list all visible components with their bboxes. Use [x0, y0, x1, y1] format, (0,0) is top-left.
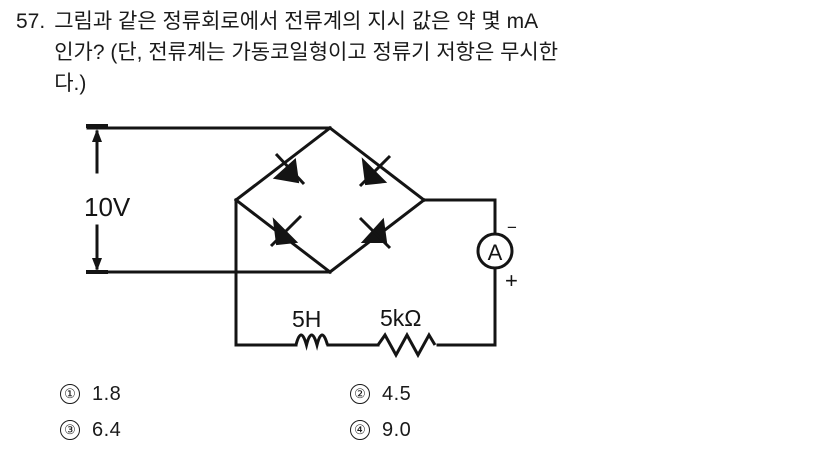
- voltage-arrowhead-down: [92, 258, 102, 271]
- choice-1[interactable]: ① 1.8: [60, 383, 350, 406]
- resistor-symbol: [376, 331, 437, 359]
- resistor-label: 5kΩ: [380, 305, 422, 331]
- question-text: 그림과 같은 정류회로에서 전류계의 지시 값은 약 몇 mA 인가? (단, …: [54, 6, 754, 99]
- voltage-arrowhead-up: [92, 129, 102, 142]
- ammeter-body: [476, 232, 514, 270]
- diode-upper-left: [272, 152, 306, 186]
- inductor-symbol: [294, 333, 329, 351]
- inductor-label: 5H: [292, 306, 321, 332]
- bridge-arm-upper-right: [327, 125, 427, 203]
- choice-2[interactable]: ② 4.5: [350, 383, 640, 406]
- circuit-diagram: 10V: [60, 108, 560, 370]
- supply-voltage-label: 10V: [84, 192, 131, 222]
- choice-row-1: ① 1.8 ② 4.5: [60, 376, 780, 412]
- bridge-arm-upper-left: [233, 125, 333, 203]
- question-line-1: 그림과 같은 정류회로에서 전류계의 지시 값은 약 몇 mA: [54, 10, 539, 33]
- diode-lower-right: [358, 216, 392, 250]
- question-line-3: 다.): [54, 72, 87, 95]
- choice-1-value: 1.8: [92, 382, 122, 405]
- answer-choices: ① 1.8 ② 4.5 ③ 6.4 ④ 9.0: [60, 376, 780, 448]
- diode-upper-right: [358, 154, 392, 188]
- diode-lower-left: [269, 214, 303, 248]
- choice-3[interactable]: ③ 6.4: [60, 419, 350, 442]
- ammeter-label: A: [488, 240, 503, 265]
- choice-row-2: ③ 6.4 ④ 9.0: [60, 412, 780, 448]
- choice-2-value: 4.5: [382, 382, 412, 405]
- question-number: 57.: [16, 10, 46, 33]
- question-block: 57. 그림과 같은 정류회로에서 전류계의 지시 값은 약 몇 mA 인가? …: [16, 6, 806, 99]
- choice-3-value: 6.4: [92, 418, 122, 441]
- ammeter-negative-terminal: −: [507, 218, 517, 237]
- choice-4-value: 9.0: [382, 418, 412, 441]
- question-row: 57. 그림과 같은 정류회로에서 전류계의 지시 값은 약 몇 mA 인가? …: [16, 6, 806, 99]
- choice-2-marker: ②: [350, 384, 370, 404]
- choice-4-marker: ④: [350, 420, 370, 440]
- question-line-2: 인가? (단, 전류계는 가동코일형이고 정류기 저항은 무시한: [54, 41, 559, 64]
- choice-4[interactable]: ④ 9.0: [350, 419, 640, 442]
- ammeter-positive-terminal: +: [505, 268, 518, 293]
- circuit-svg: 10V: [84, 124, 518, 359]
- voltage-arrowheads: [92, 129, 102, 271]
- choice-1-marker: ①: [60, 384, 80, 404]
- choice-3-marker: ③: [60, 420, 80, 440]
